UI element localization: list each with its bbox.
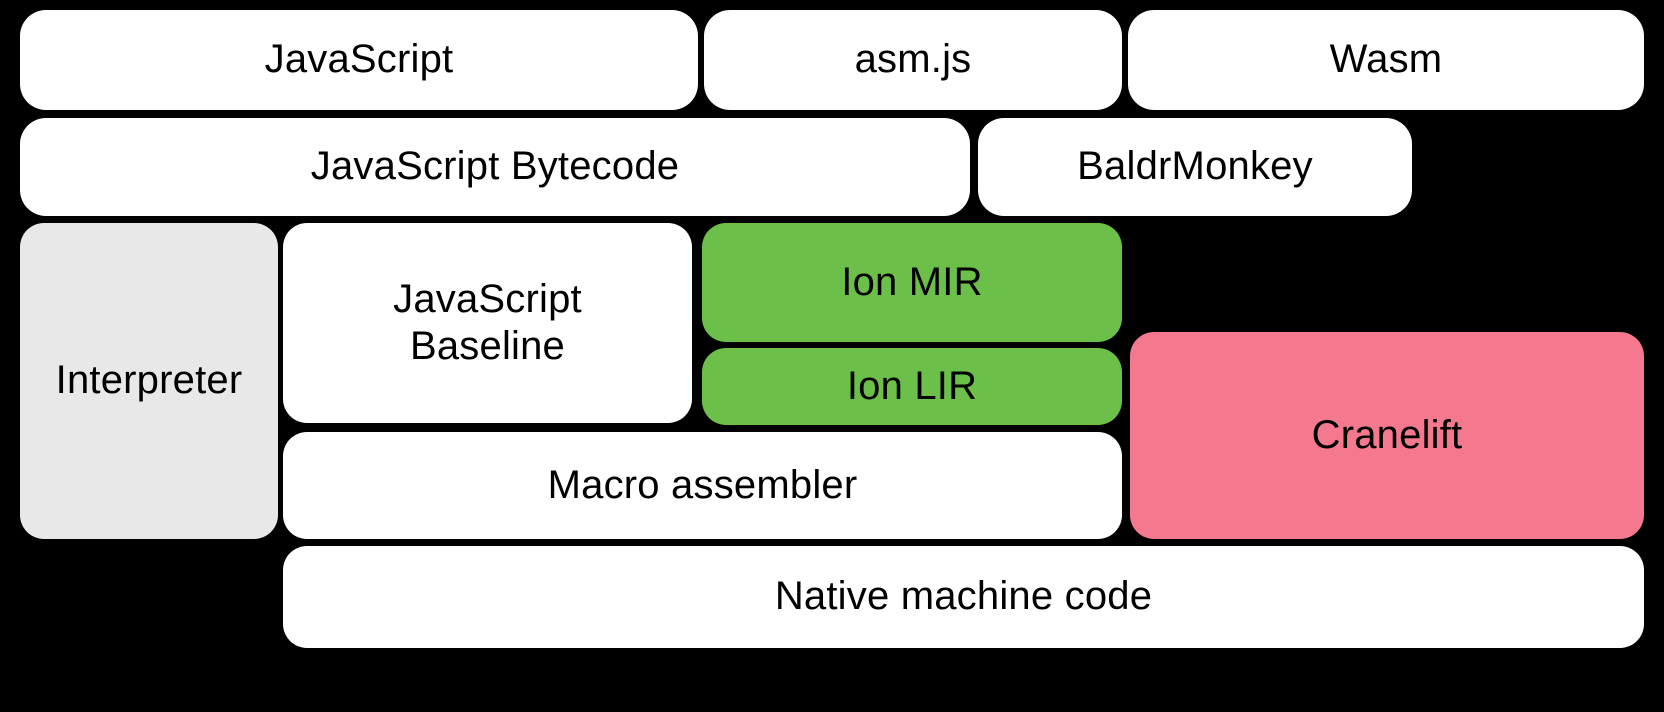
- node-asmjs[interactable]: asm.js: [704, 10, 1122, 110]
- node-interpreter[interactable]: Interpreter: [20, 223, 278, 539]
- node-native-machine-code[interactable]: Native machine code: [283, 546, 1644, 648]
- node-javascript-baseline[interactable]: JavaScript Baseline: [283, 223, 692, 423]
- node-ion-lir[interactable]: Ion LIR: [702, 348, 1122, 425]
- node-javascript[interactable]: JavaScript: [20, 10, 698, 110]
- node-macro-assembler[interactable]: Macro assembler: [283, 432, 1122, 539]
- node-wasm[interactable]: Wasm: [1128, 10, 1644, 110]
- node-ion-mir[interactable]: Ion MIR: [702, 223, 1122, 342]
- node-baldrmonkey[interactable]: BaldrMonkey: [978, 118, 1412, 216]
- node-cranelift[interactable]: Cranelift: [1130, 332, 1644, 539]
- node-javascript-bytecode[interactable]: JavaScript Bytecode: [20, 118, 970, 216]
